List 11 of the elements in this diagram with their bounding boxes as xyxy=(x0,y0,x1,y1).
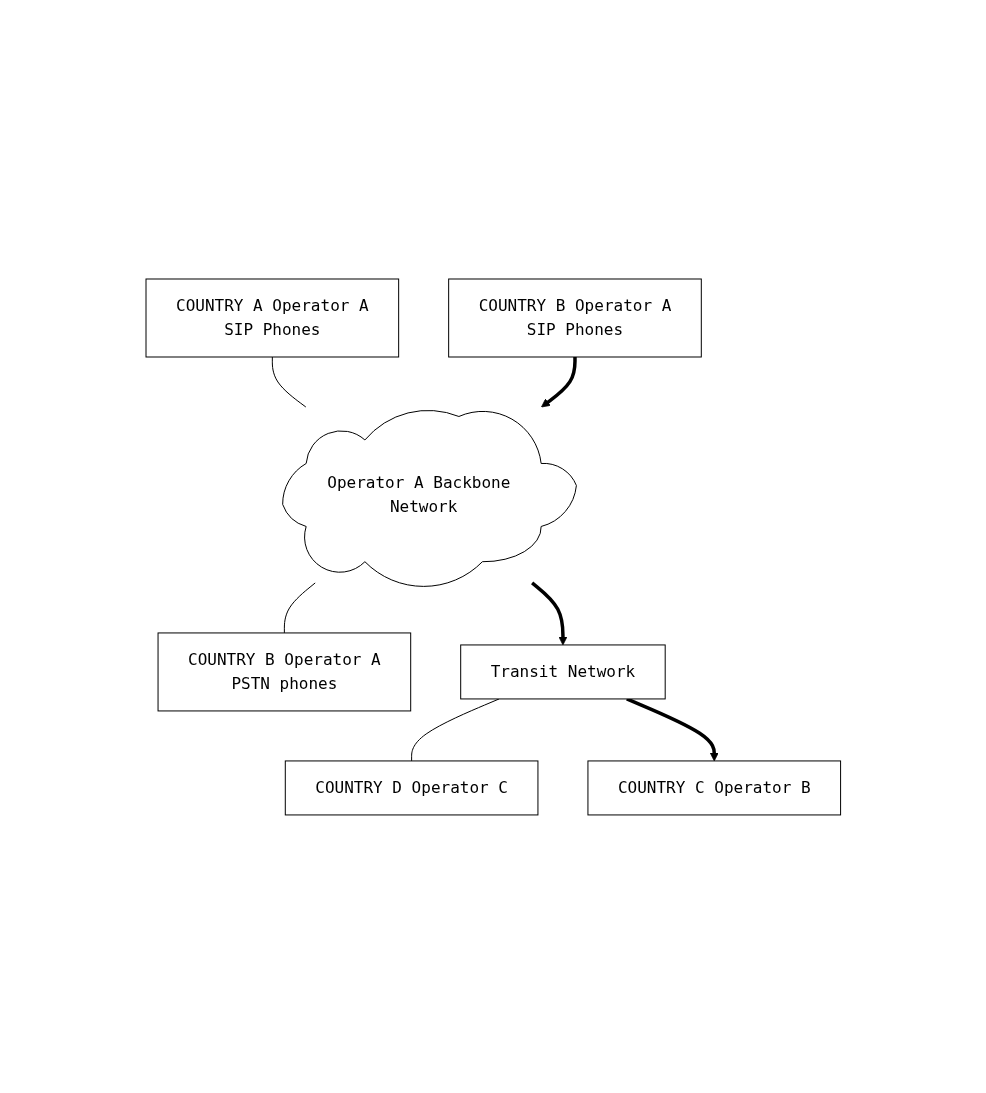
node-box: COUNTRY D Operator C xyxy=(284,759,539,815)
node-box: COUNTRY A Operator A SIP Phones xyxy=(145,278,399,358)
node-box: COUNTRY B Operator A PSTN phones xyxy=(157,631,411,711)
node-box: Transit Network xyxy=(459,643,666,699)
connector xyxy=(410,697,500,761)
arrow xyxy=(540,356,577,407)
arrow xyxy=(530,581,568,645)
node-box: COUNTRY B Operator A SIP Phones xyxy=(447,278,702,358)
connector xyxy=(271,356,306,408)
connector xyxy=(283,582,316,633)
node-box: COUNTRY C Operator B xyxy=(587,759,841,815)
